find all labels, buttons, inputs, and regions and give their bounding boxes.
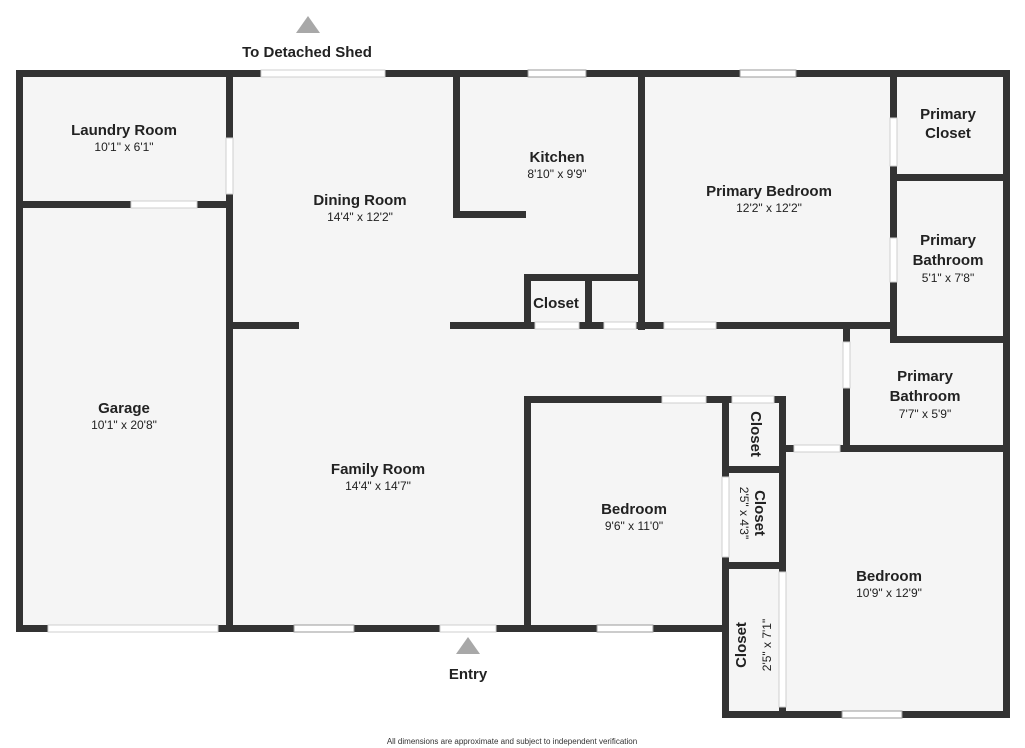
window	[841, 710, 903, 719]
primary-closet-name-line2: Closet	[925, 125, 971, 142]
kitchen-dims: 8'10" x 9'9"	[527, 167, 586, 181]
wall	[524, 274, 645, 281]
door	[731, 395, 775, 404]
primary-closet-name-line1: Primary	[920, 106, 977, 123]
shed-marker-icon	[296, 16, 320, 33]
kitchen-name: Kitchen	[529, 149, 584, 166]
entry-marker-icon	[456, 637, 480, 654]
door	[603, 321, 637, 330]
windows	[293, 69, 903, 719]
wall	[890, 336, 1010, 343]
dining-room-dims: 14'4" x 12'2"	[327, 210, 393, 224]
shed-door	[260, 69, 386, 78]
window	[739, 69, 797, 78]
wall	[524, 396, 531, 632]
primary-bathroom-2-name-line2: Bathroom	[890, 388, 961, 405]
wall	[722, 562, 786, 569]
floor-fills	[16, 70, 1010, 717]
bedroom-1-name: Bedroom	[601, 501, 667, 518]
wall	[779, 396, 786, 718]
wall	[524, 274, 531, 329]
garage-name: Garage	[98, 400, 150, 417]
wall	[16, 70, 23, 632]
wall	[890, 70, 897, 340]
garage-door	[47, 624, 219, 633]
entry-label: Entry	[449, 666, 488, 683]
wall	[524, 396, 786, 403]
entry-door	[439, 624, 497, 633]
dining-room-name: Dining Room	[313, 192, 406, 209]
primary-bathroom-2-dims: 7'7" x 5'9"	[899, 407, 951, 421]
garage-dims: 10'1" x 20'8"	[91, 418, 157, 432]
door	[225, 137, 234, 195]
wall	[453, 70, 460, 218]
wall	[453, 211, 526, 218]
wall	[233, 322, 299, 329]
door	[661, 395, 707, 404]
wall	[16, 625, 728, 632]
primary-bathroom-1-dims: 5'1" x 7'8"	[922, 271, 974, 285]
wall	[226, 70, 233, 632]
wall	[585, 274, 592, 329]
door	[889, 117, 898, 167]
bedroom-wing-floor	[722, 447, 1010, 717]
door	[778, 571, 787, 708]
door	[721, 476, 730, 558]
wall	[16, 201, 233, 208]
laundry-room-dims: 10'1" x 6'1"	[94, 140, 153, 154]
family-room-dims: 14'4" x 14'7"	[345, 479, 411, 493]
bedroom-2-dims: 10'9" x 12'9"	[856, 586, 922, 600]
wall	[1003, 70, 1010, 718]
window	[527, 69, 587, 78]
closet-b-dims: 2'5" x 4'3"	[737, 487, 751, 539]
closet-c-dims: 2'5" x 7'1"	[760, 619, 774, 671]
wall	[16, 70, 1010, 77]
door	[889, 237, 898, 283]
wall	[638, 70, 645, 330]
door	[663, 321, 717, 330]
laundry-room-name: Laundry Room	[71, 122, 177, 139]
door	[130, 200, 198, 209]
closet-b-name: Closet	[751, 490, 768, 536]
primary-bathroom-1-name-line1: Primary	[920, 232, 977, 249]
wall	[843, 445, 1010, 452]
window	[596, 624, 654, 633]
bedroom-1-dims: 9'6" x 11'0"	[605, 519, 663, 533]
wall	[890, 174, 1010, 181]
door	[793, 444, 841, 453]
closet-a-name: Closet	[747, 411, 764, 457]
door	[842, 341, 851, 389]
primary-bathroom-2-name-line1: Primary	[897, 368, 954, 385]
wall	[722, 562, 729, 718]
window	[293, 624, 355, 633]
openings	[47, 69, 898, 708]
kitchen-closet-name: Closet	[533, 295, 579, 312]
room-labels: Laundry Room 10'1" x 6'1" Dining Room 14…	[71, 106, 983, 671]
primary-bedroom-dims: 12'2" x 12'2"	[736, 201, 802, 215]
to-shed-label: To Detached Shed	[242, 44, 372, 61]
wall	[722, 466, 786, 473]
closet-c-name: Closet	[733, 622, 750, 668]
bedroom-2-name: Bedroom	[856, 568, 922, 585]
disclaimer: All dimensions are approximate and subje…	[387, 737, 637, 746]
primary-bedroom-name: Primary Bedroom	[706, 183, 832, 200]
primary-bathroom-1-name-line2: Bathroom	[913, 252, 984, 269]
door	[534, 321, 580, 330]
family-room-name: Family Room	[331, 461, 425, 478]
